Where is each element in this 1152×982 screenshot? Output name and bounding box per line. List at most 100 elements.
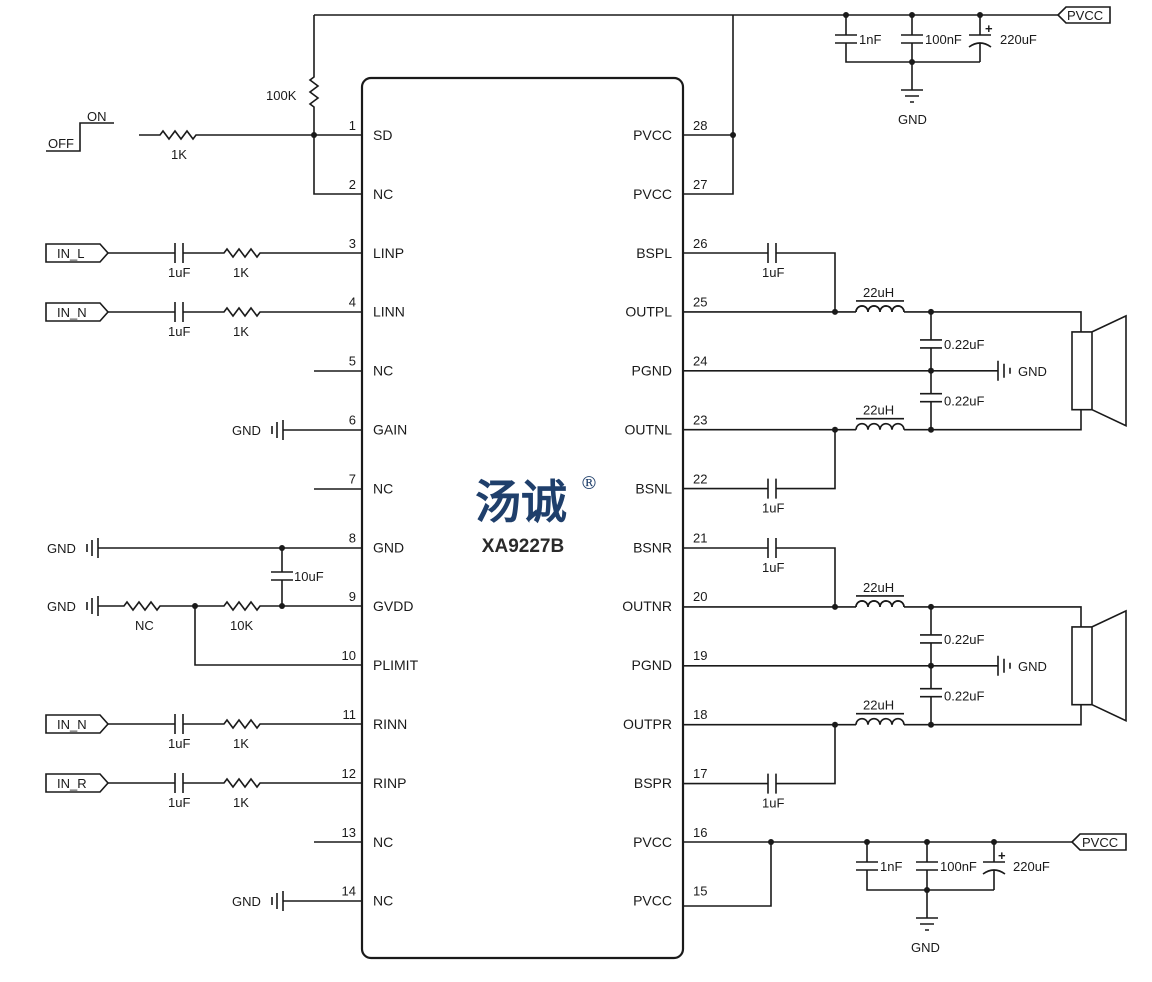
capacitor-value: 1uF xyxy=(168,324,190,339)
pin-number: 12 xyxy=(342,766,356,781)
pin-name: NC xyxy=(373,893,393,909)
ic-body xyxy=(360,76,685,960)
inductor-value: 22uH xyxy=(863,403,894,418)
capacitor-value: 1uF xyxy=(168,795,190,810)
capacitor-value: 220uF xyxy=(1000,32,1037,47)
pin-number: 8 xyxy=(349,530,356,545)
resistor-value: 100K xyxy=(266,88,297,103)
on-off-switch-symbol: OFF ON xyxy=(46,109,114,152)
capacitor-value: 1uF xyxy=(762,501,784,516)
port-label: PVCC xyxy=(1067,8,1103,23)
pin-name: RINN xyxy=(373,716,407,732)
capacitor-value: 1uF xyxy=(168,265,190,280)
pin-number: 24 xyxy=(693,354,707,369)
pin-name: PGND xyxy=(632,657,672,673)
cap-resistor-wire xyxy=(108,773,362,793)
pin-number: 14 xyxy=(342,884,356,899)
capacitor-value: 0.22uF xyxy=(944,337,985,352)
resistor-value: 1K xyxy=(171,147,187,162)
pin-number: 6 xyxy=(349,413,356,428)
gnd-label: GND xyxy=(1018,659,1047,674)
capacitor-value: 1uF xyxy=(168,736,190,751)
ground-icon xyxy=(916,917,938,931)
gnd-label: GND xyxy=(232,423,261,438)
pin-name: PLIMIT xyxy=(373,657,419,673)
input-port-icon xyxy=(45,243,110,263)
junction-dot xyxy=(832,426,838,433)
junction-dot xyxy=(928,662,934,669)
pin-number: 19 xyxy=(693,648,707,663)
sd-series-resistor: 1K xyxy=(139,129,362,162)
capacitor-value: 0.22uF xyxy=(944,394,985,409)
pin-number: 10 xyxy=(342,648,356,663)
gvdd-network: GND 10uF GND NC 10K xyxy=(47,538,362,666)
junction-dot xyxy=(311,132,317,138)
cap-resistor-wire xyxy=(108,302,362,322)
pin-number: 4 xyxy=(349,295,356,310)
output-filter-stages: 1uF1uF22uH22uH0.22uF0.22uFGND1uF1uF22uH2… xyxy=(683,243,1127,811)
capacitor-value: 1uF xyxy=(762,560,784,575)
pin-name: BSNL xyxy=(635,480,672,496)
pvcc-bottom-bus: PVCC 1nF 100nF + 220uF GND xyxy=(683,833,1127,955)
capacitor-value: 1uF xyxy=(762,796,784,811)
pin-number: 28 xyxy=(693,118,707,133)
pin-name: PVCC xyxy=(633,893,672,909)
inductor-value: 22uH xyxy=(863,285,894,300)
capacitor-value: 100nF xyxy=(925,32,962,47)
port-label: PVCC xyxy=(1082,835,1118,850)
ground-icon xyxy=(901,89,923,103)
input-port-icon xyxy=(45,773,110,793)
switch-on-label: ON xyxy=(87,109,107,124)
gnd-label: GND xyxy=(911,940,940,955)
gain-gnd: GND xyxy=(232,420,362,440)
capacitor-value: 0.22uF xyxy=(944,689,985,704)
resistor-value: 1K xyxy=(233,324,249,339)
resistor-value: 1K xyxy=(233,795,249,810)
pullup-resistor-100k: 100K xyxy=(266,14,733,195)
pin-name: PVCC xyxy=(633,834,672,850)
pin-number: 13 xyxy=(342,825,356,840)
pin-name: BSNR xyxy=(633,539,672,555)
pin-number: 27 xyxy=(693,177,707,192)
pvcc-top-bus: PVCC 1nF 100nF + 220uF GND xyxy=(683,6,1111,195)
nc-stub-wires xyxy=(314,370,362,843)
resistor-value: 10K xyxy=(230,618,253,633)
pin-name: BSPL xyxy=(636,245,672,261)
right-pin-group: 28PVCC27PVCC26BSPL25OUTPL24PGND23OUTNL22… xyxy=(622,118,707,909)
capacitor-value: 1nF xyxy=(880,859,902,874)
pin-number: 15 xyxy=(693,884,707,899)
pin-name: LINN xyxy=(373,304,405,320)
junction-dot xyxy=(730,132,736,138)
pin-number: 9 xyxy=(349,589,356,604)
gnd-label: GND xyxy=(47,599,76,614)
registered-mark: ® xyxy=(580,473,598,494)
junction-dot xyxy=(832,308,838,315)
pin-name: RINP xyxy=(373,775,406,791)
gnd-label: GND xyxy=(232,894,261,909)
junction-dot xyxy=(279,603,285,609)
pin-number: 3 xyxy=(349,236,356,251)
pin-name: OUTPR xyxy=(623,716,672,732)
pin-number: 1 xyxy=(349,118,356,133)
pin-name: PGND xyxy=(632,363,672,379)
pin14-gnd: GND xyxy=(232,891,362,911)
junction-dot xyxy=(832,721,838,728)
pin-number: 23 xyxy=(693,413,707,428)
resistor-value: 1K xyxy=(233,736,249,751)
pvcc-port-bottom xyxy=(1070,833,1127,851)
capacitor-value: 10uF xyxy=(294,569,324,584)
junction-dot xyxy=(768,839,774,845)
capacitor-value: 220uF xyxy=(1013,859,1050,874)
input-port-icon xyxy=(45,302,110,322)
pin-number: 18 xyxy=(693,707,707,722)
pin-number: 5 xyxy=(349,354,356,369)
gnd-label: GND xyxy=(1018,364,1047,379)
pin-name: NC xyxy=(373,834,393,850)
input-port-icon xyxy=(45,714,110,734)
